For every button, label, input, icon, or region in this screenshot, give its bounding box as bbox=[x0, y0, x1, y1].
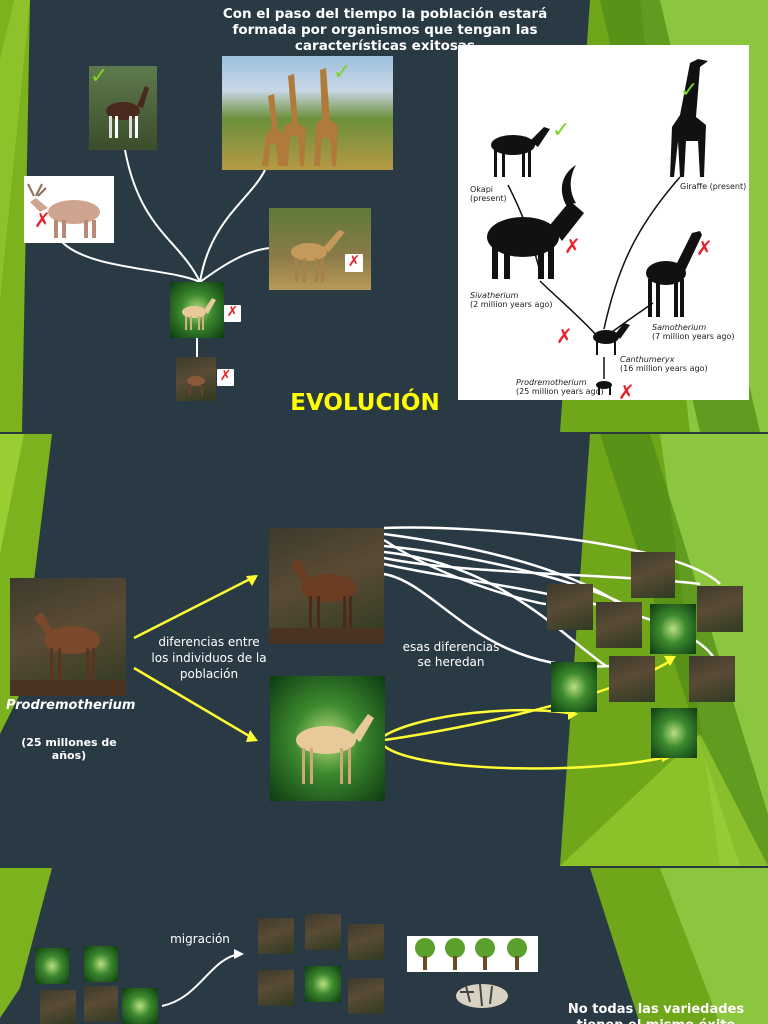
phylogeny-diagram: ✓ ✓ ✗ ✗ ✗ ✗ Okapi (present) Giraffe (pre… bbox=[458, 45, 749, 400]
check-icon: ✓ bbox=[90, 64, 109, 89]
canthumeryx-photo bbox=[170, 282, 224, 338]
offspring-light bbox=[650, 604, 696, 654]
prodremotherium-silhouette bbox=[596, 381, 612, 395]
mouse-deer-icon bbox=[10, 612, 126, 696]
migration-text: migración bbox=[170, 932, 230, 946]
giraffe-label: Giraffe (present) bbox=[680, 182, 747, 191]
population-light bbox=[84, 946, 118, 982]
check-icon: ✓ bbox=[552, 118, 570, 143]
prodremotherium-main-photo bbox=[10, 578, 126, 696]
prodremotherium-label: Prodremotherium (25 million years ago) bbox=[516, 378, 604, 396]
cross-icon: ✗ bbox=[224, 305, 241, 322]
species-age: (25 millones de años) bbox=[21, 736, 117, 762]
slide-gap bbox=[0, 432, 768, 434]
okapi-silhouette bbox=[491, 127, 550, 177]
slide-3-decor bbox=[0, 868, 768, 1024]
migrant-light bbox=[305, 966, 341, 1002]
species-name: Prodremotherium bbox=[6, 698, 136, 713]
population-light bbox=[35, 948, 69, 984]
variant-light-photo bbox=[270, 676, 385, 801]
canthumeryx-age: (16 million years ago) bbox=[620, 364, 708, 374]
samotherium-name: Samotherium bbox=[652, 323, 707, 332]
differences-text: diferencias entre los individuos de la p… bbox=[151, 635, 267, 681]
giraffe-icon bbox=[262, 68, 338, 166]
sivatherium-icon bbox=[27, 183, 100, 238]
sivatherium-age: (2 million years ago) bbox=[470, 300, 553, 310]
population-dark bbox=[40, 990, 76, 1024]
slide-3: migración No todas las variedades tienen… bbox=[0, 868, 768, 1024]
deer-icon bbox=[187, 376, 205, 396]
check-icon: ✓ bbox=[333, 60, 352, 85]
population-light bbox=[122, 988, 158, 1024]
samotherium-silhouette bbox=[646, 231, 702, 317]
offspring-light bbox=[651, 708, 697, 758]
canthumeryx-silhouette bbox=[593, 323, 630, 355]
cross-icon: ✗ bbox=[696, 236, 713, 260]
slide-1-heading: Con el paso del tiempo la población esta… bbox=[222, 6, 548, 54]
okapi-icon bbox=[106, 86, 149, 138]
slide-1-title: EVOLUCIÓN bbox=[290, 390, 440, 416]
prodremotherium-name: Prodremotherium bbox=[516, 378, 587, 387]
okapi-label: Okapi (present) bbox=[470, 185, 507, 203]
mouse-deer-icon bbox=[269, 558, 384, 644]
samotherium-label: Samotherium (7 million years ago) bbox=[652, 323, 735, 341]
okapi-age: (present) bbox=[470, 194, 507, 204]
offspring-dark bbox=[689, 656, 735, 702]
sivatherium-label: Sivatherium (2 million years ago) bbox=[470, 291, 553, 309]
phylogeny-tree: ✓ ✓ ✗ ✗ ✗ ✗ bbox=[487, 59, 713, 400]
migrant-dark bbox=[258, 970, 294, 1006]
cross-icon: ✗ bbox=[564, 234, 581, 258]
canthumeryx-name: Canthumeryx bbox=[620, 355, 675, 364]
population-dark bbox=[84, 986, 118, 1022]
offspring-dark bbox=[609, 656, 655, 702]
slide-1: Con el paso del tiempo la población esta… bbox=[0, 0, 768, 432]
slide-gap bbox=[0, 866, 768, 868]
cross-icon: ✗ bbox=[34, 208, 51, 232]
offspring-dark bbox=[697, 586, 743, 632]
giraffes-photo bbox=[222, 56, 393, 170]
prodremotherium-age: (25 million years ago) bbox=[516, 387, 604, 397]
sivatherium-name: Sivatherium bbox=[470, 291, 519, 300]
offspring-dark bbox=[547, 584, 593, 630]
okapi-name: Okapi bbox=[470, 185, 493, 194]
sivatherium-silhouette bbox=[487, 165, 584, 279]
trees-image bbox=[407, 936, 538, 972]
slide-2: Prodremotherium (25 millones de años) di… bbox=[0, 434, 768, 866]
predator-image bbox=[446, 972, 516, 1014]
tree-icon bbox=[415, 938, 527, 970]
samotherium-photo bbox=[269, 208, 371, 290]
offspring-dark bbox=[631, 552, 675, 598]
migrant-dark bbox=[348, 924, 384, 960]
variant-dark-photo bbox=[269, 528, 384, 644]
giraffe-silhouette bbox=[670, 59, 708, 177]
bottom-statement: No todas las variedades tienen el mismo … bbox=[567, 1002, 745, 1024]
migrant-dark bbox=[305, 914, 341, 950]
migrant-dark bbox=[348, 978, 384, 1014]
okapi-photo bbox=[89, 66, 157, 150]
sivatherium-drawing bbox=[24, 176, 114, 243]
deer-icon bbox=[296, 714, 374, 784]
deer-icon bbox=[182, 298, 216, 330]
prodremotherium-photo bbox=[176, 357, 216, 401]
samotherium-icon bbox=[291, 230, 345, 282]
inherit-text: esas diferencias se heredan bbox=[402, 640, 500, 669]
offspring-light bbox=[551, 662, 597, 712]
cross-icon: ✗ bbox=[217, 369, 234, 386]
canthumeryx-label: Canthumeryx (16 million years ago) bbox=[620, 355, 708, 373]
cross-icon: ✗ bbox=[556, 324, 573, 348]
tiger-icon bbox=[456, 983, 508, 1008]
cross-icon: ✗ bbox=[618, 380, 635, 400]
offspring-dark bbox=[596, 602, 642, 648]
check-icon: ✓ bbox=[680, 78, 698, 103]
cross-icon: ✗ bbox=[345, 254, 363, 272]
samotherium-age: (7 million years ago) bbox=[652, 332, 735, 342]
migrant-dark bbox=[258, 918, 294, 954]
